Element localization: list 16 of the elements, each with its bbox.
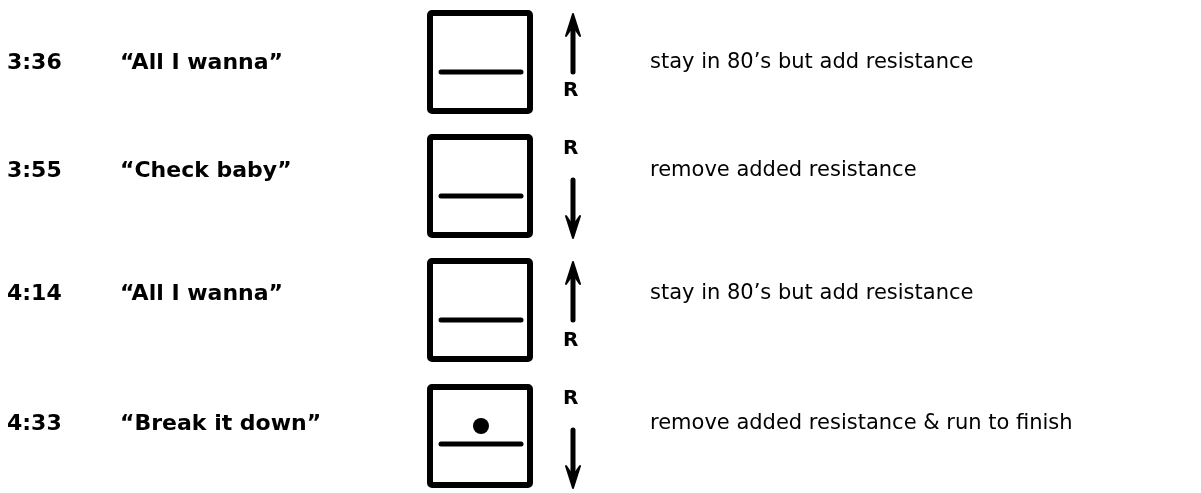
resistance-mark: R [563, 79, 579, 99]
lyric-cue: “All I wanna” [120, 51, 284, 73]
lyric-cue: “Break it down” [120, 412, 322, 434]
resistance-mark: R [563, 387, 579, 407]
lyric-cue: “Check baby” [120, 159, 292, 181]
resistance-mark: R [563, 329, 579, 349]
lyric-cue: “All I wanna” [120, 282, 284, 304]
timestamp: 3:36 [7, 51, 62, 73]
timestamp: 4:33 [7, 412, 62, 434]
instruction-text: remove added resistance [650, 159, 917, 180]
timestamp: 4:14 [7, 282, 62, 304]
instruction-text: stay in 80’s but add resistance [650, 51, 974, 72]
resistance-mark: R [563, 137, 579, 157]
timestamp: 3:55 [7, 159, 62, 181]
instruction-text: stay in 80’s but add resistance [650, 282, 974, 303]
instruction-text: remove added resistance & run to finish [650, 412, 1073, 433]
